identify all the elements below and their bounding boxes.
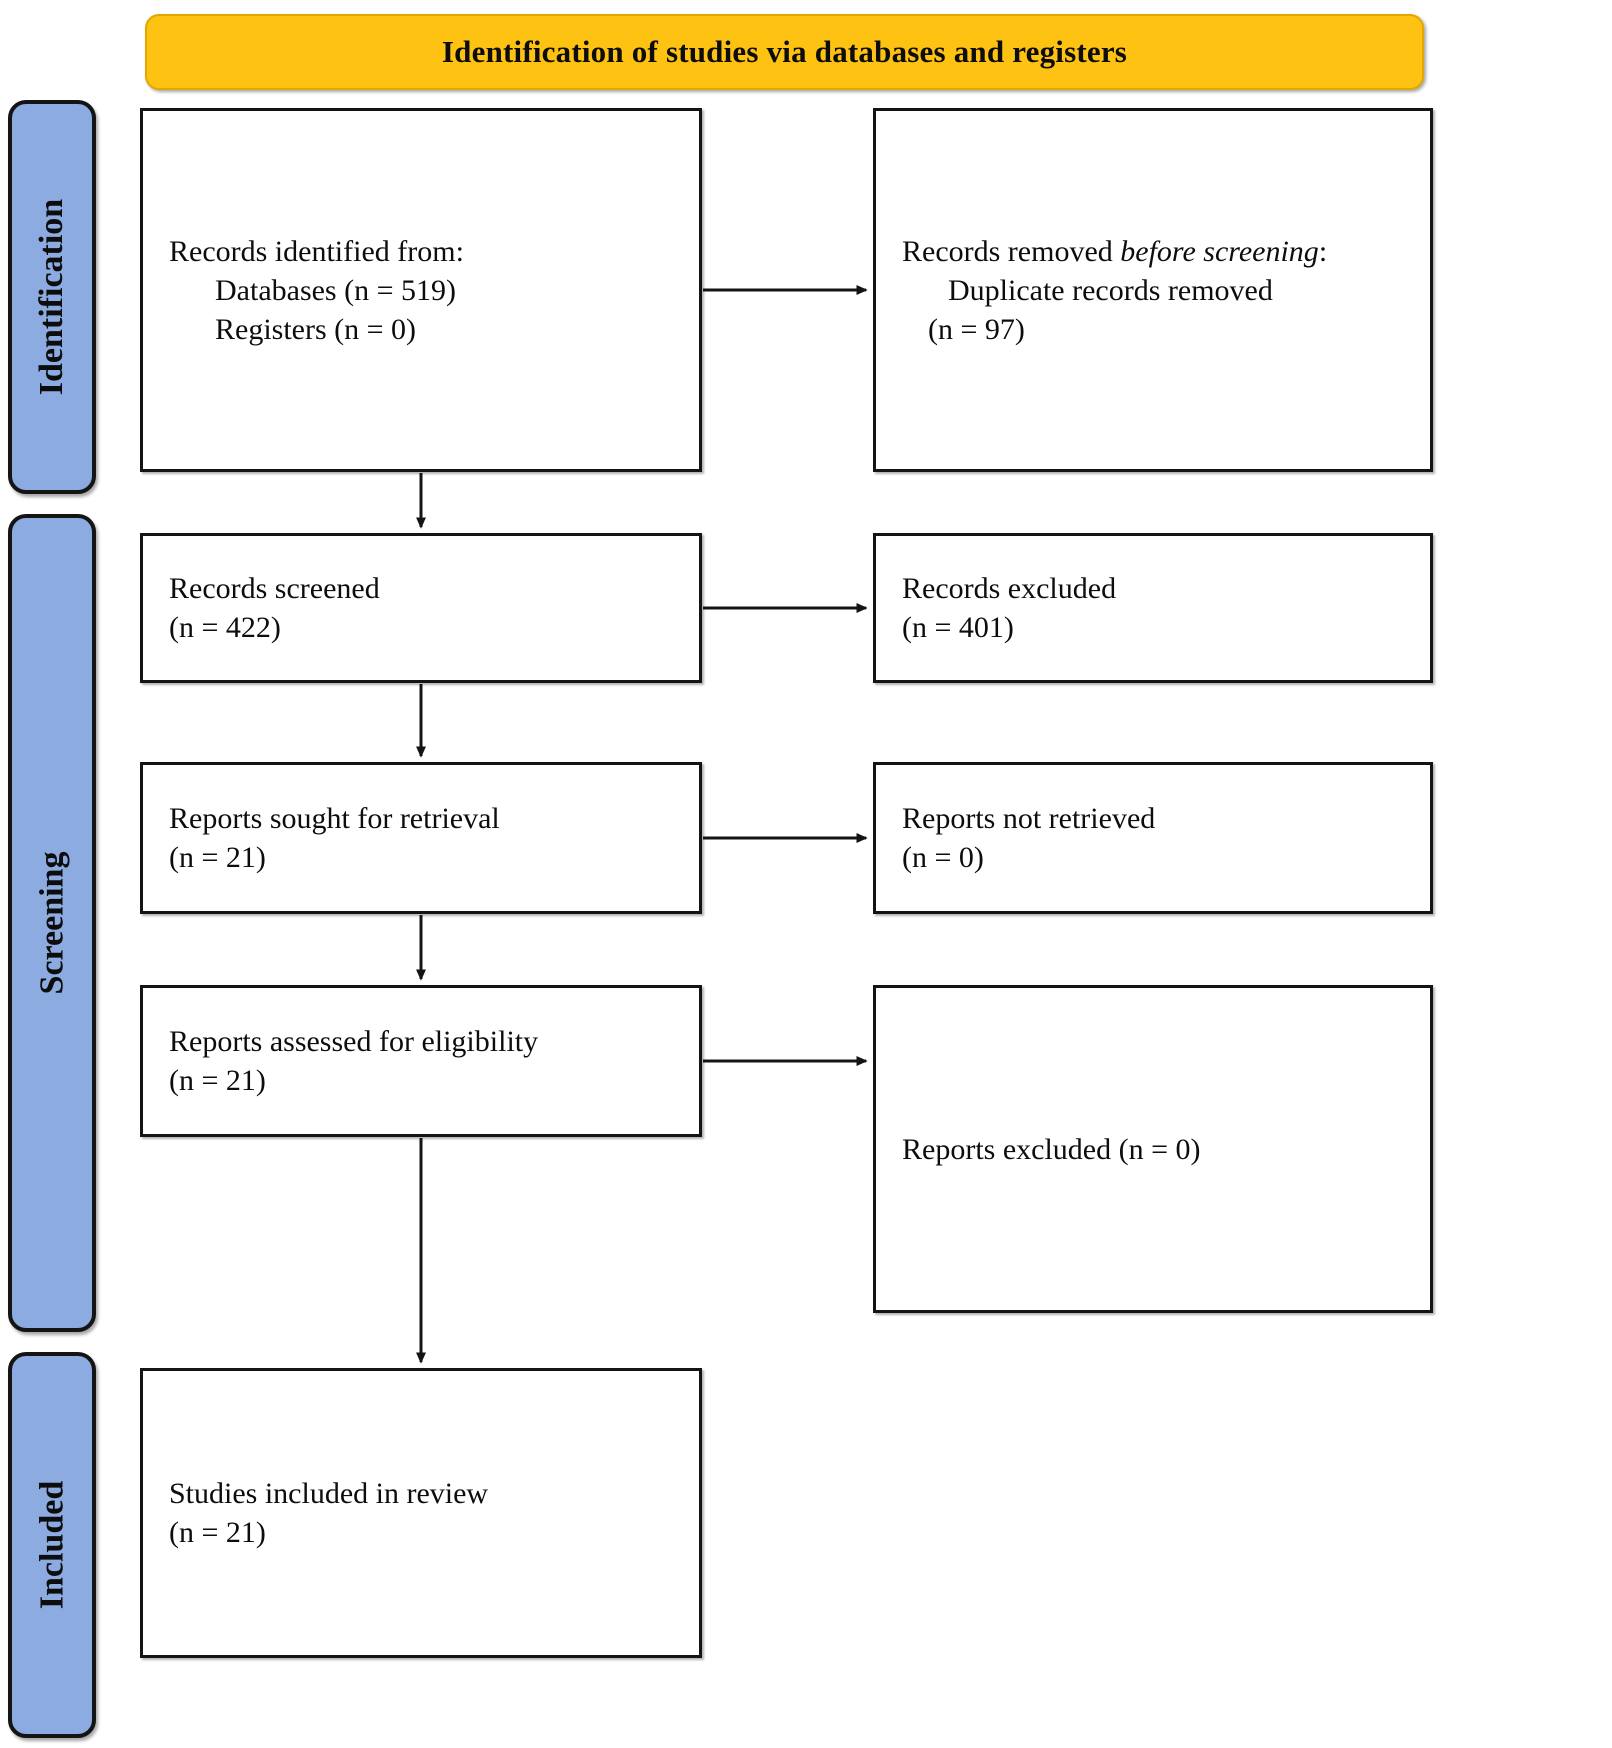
node-records-identified-text: Records identified from: Databases (n = …: [143, 232, 699, 349]
records-excluded-line1: Records excluded: [902, 572, 1117, 605]
node-reports-excluded: Reports excluded (n = 0): [873, 985, 1433, 1313]
node-reports-sought: Reports sought for retrieval (n = 21): [140, 762, 702, 914]
reports-not-retrieved-count: (n = 0): [902, 841, 984, 874]
reports-not-retrieved-line1: Reports not retrieved: [902, 802, 1156, 835]
node-records-removed: Records removed before screening: Duplic…: [873, 108, 1433, 472]
phase-label-identification: Identification: [33, 198, 71, 396]
phase-label-screening: Screening: [33, 851, 70, 995]
node-reports-excluded-text: Reports excluded (n = 0): [876, 1130, 1430, 1169]
node-reports-sought-text: Reports sought for retrieval (n = 21): [143, 799, 699, 877]
node-reports-not-retrieved: Reports not retrieved (n = 0): [873, 762, 1433, 914]
phase-bar-identification: Identification: [8, 100, 96, 494]
node-records-removed-text: Records removed before screening: Duplic…: [876, 232, 1430, 349]
reports-excluded-line1: Reports excluded (n = 0): [902, 1132, 1201, 1166]
node-studies-included: Studies included in review (n = 21): [140, 1368, 702, 1658]
node-records-excluded: Records excluded (n = 401): [873, 533, 1433, 683]
node-records-excluded-text: Records excluded (n = 401): [876, 569, 1430, 647]
records-removed-colon: :: [1318, 234, 1328, 268]
records-identified-registers: Registers (n = 0): [215, 312, 417, 346]
records-removed-italic: before screening: [1120, 234, 1319, 268]
records-identified-databases: Databases (n = 519): [215, 273, 457, 307]
reports-assessed-line1: Reports assessed for eligibility: [169, 1025, 539, 1058]
node-reports-not-retrieved-text: Reports not retrieved (n = 0): [876, 799, 1430, 877]
node-records-identified: Records identified from: Databases (n = …: [140, 108, 702, 472]
records-excluded-count: (n = 401): [902, 611, 1014, 644]
node-studies-included-text: Studies included in review (n = 21): [143, 1474, 699, 1552]
records-removed-count: (n = 97): [928, 312, 1025, 346]
studies-included-count: (n = 21): [169, 1516, 266, 1549]
records-screened-line1: Records screened: [169, 572, 380, 605]
node-records-screened: Records screened (n = 422): [140, 533, 702, 683]
studies-included-line1: Studies included in review: [169, 1477, 489, 1510]
reports-sought-count: (n = 21): [169, 841, 266, 874]
records-removed-duplicates: Duplicate records removed: [948, 273, 1273, 307]
records-removed-lead: Records removed: [902, 234, 1121, 268]
records-identified-line1: Records identified from:: [169, 234, 464, 268]
records-screened-count: (n = 422): [169, 611, 281, 644]
node-reports-assessed: Reports assessed for eligibility (n = 21…: [140, 985, 702, 1137]
node-records-screened-text: Records screened (n = 422): [143, 569, 699, 647]
diagram-title: Identification of studies via databases …: [441, 34, 1128, 69]
reports-sought-line1: Reports sought for retrieval: [169, 802, 500, 835]
node-reports-assessed-text: Reports assessed for eligibility (n = 21…: [143, 1022, 699, 1100]
diagram-title-banner: Identification of studies via databases …: [145, 14, 1424, 90]
phase-label-included: Included: [33, 1480, 70, 1610]
phase-bar-included: Included: [8, 1352, 96, 1738]
reports-assessed-count: (n = 21): [169, 1064, 266, 1097]
phase-bar-screening: Screening: [8, 514, 96, 1332]
